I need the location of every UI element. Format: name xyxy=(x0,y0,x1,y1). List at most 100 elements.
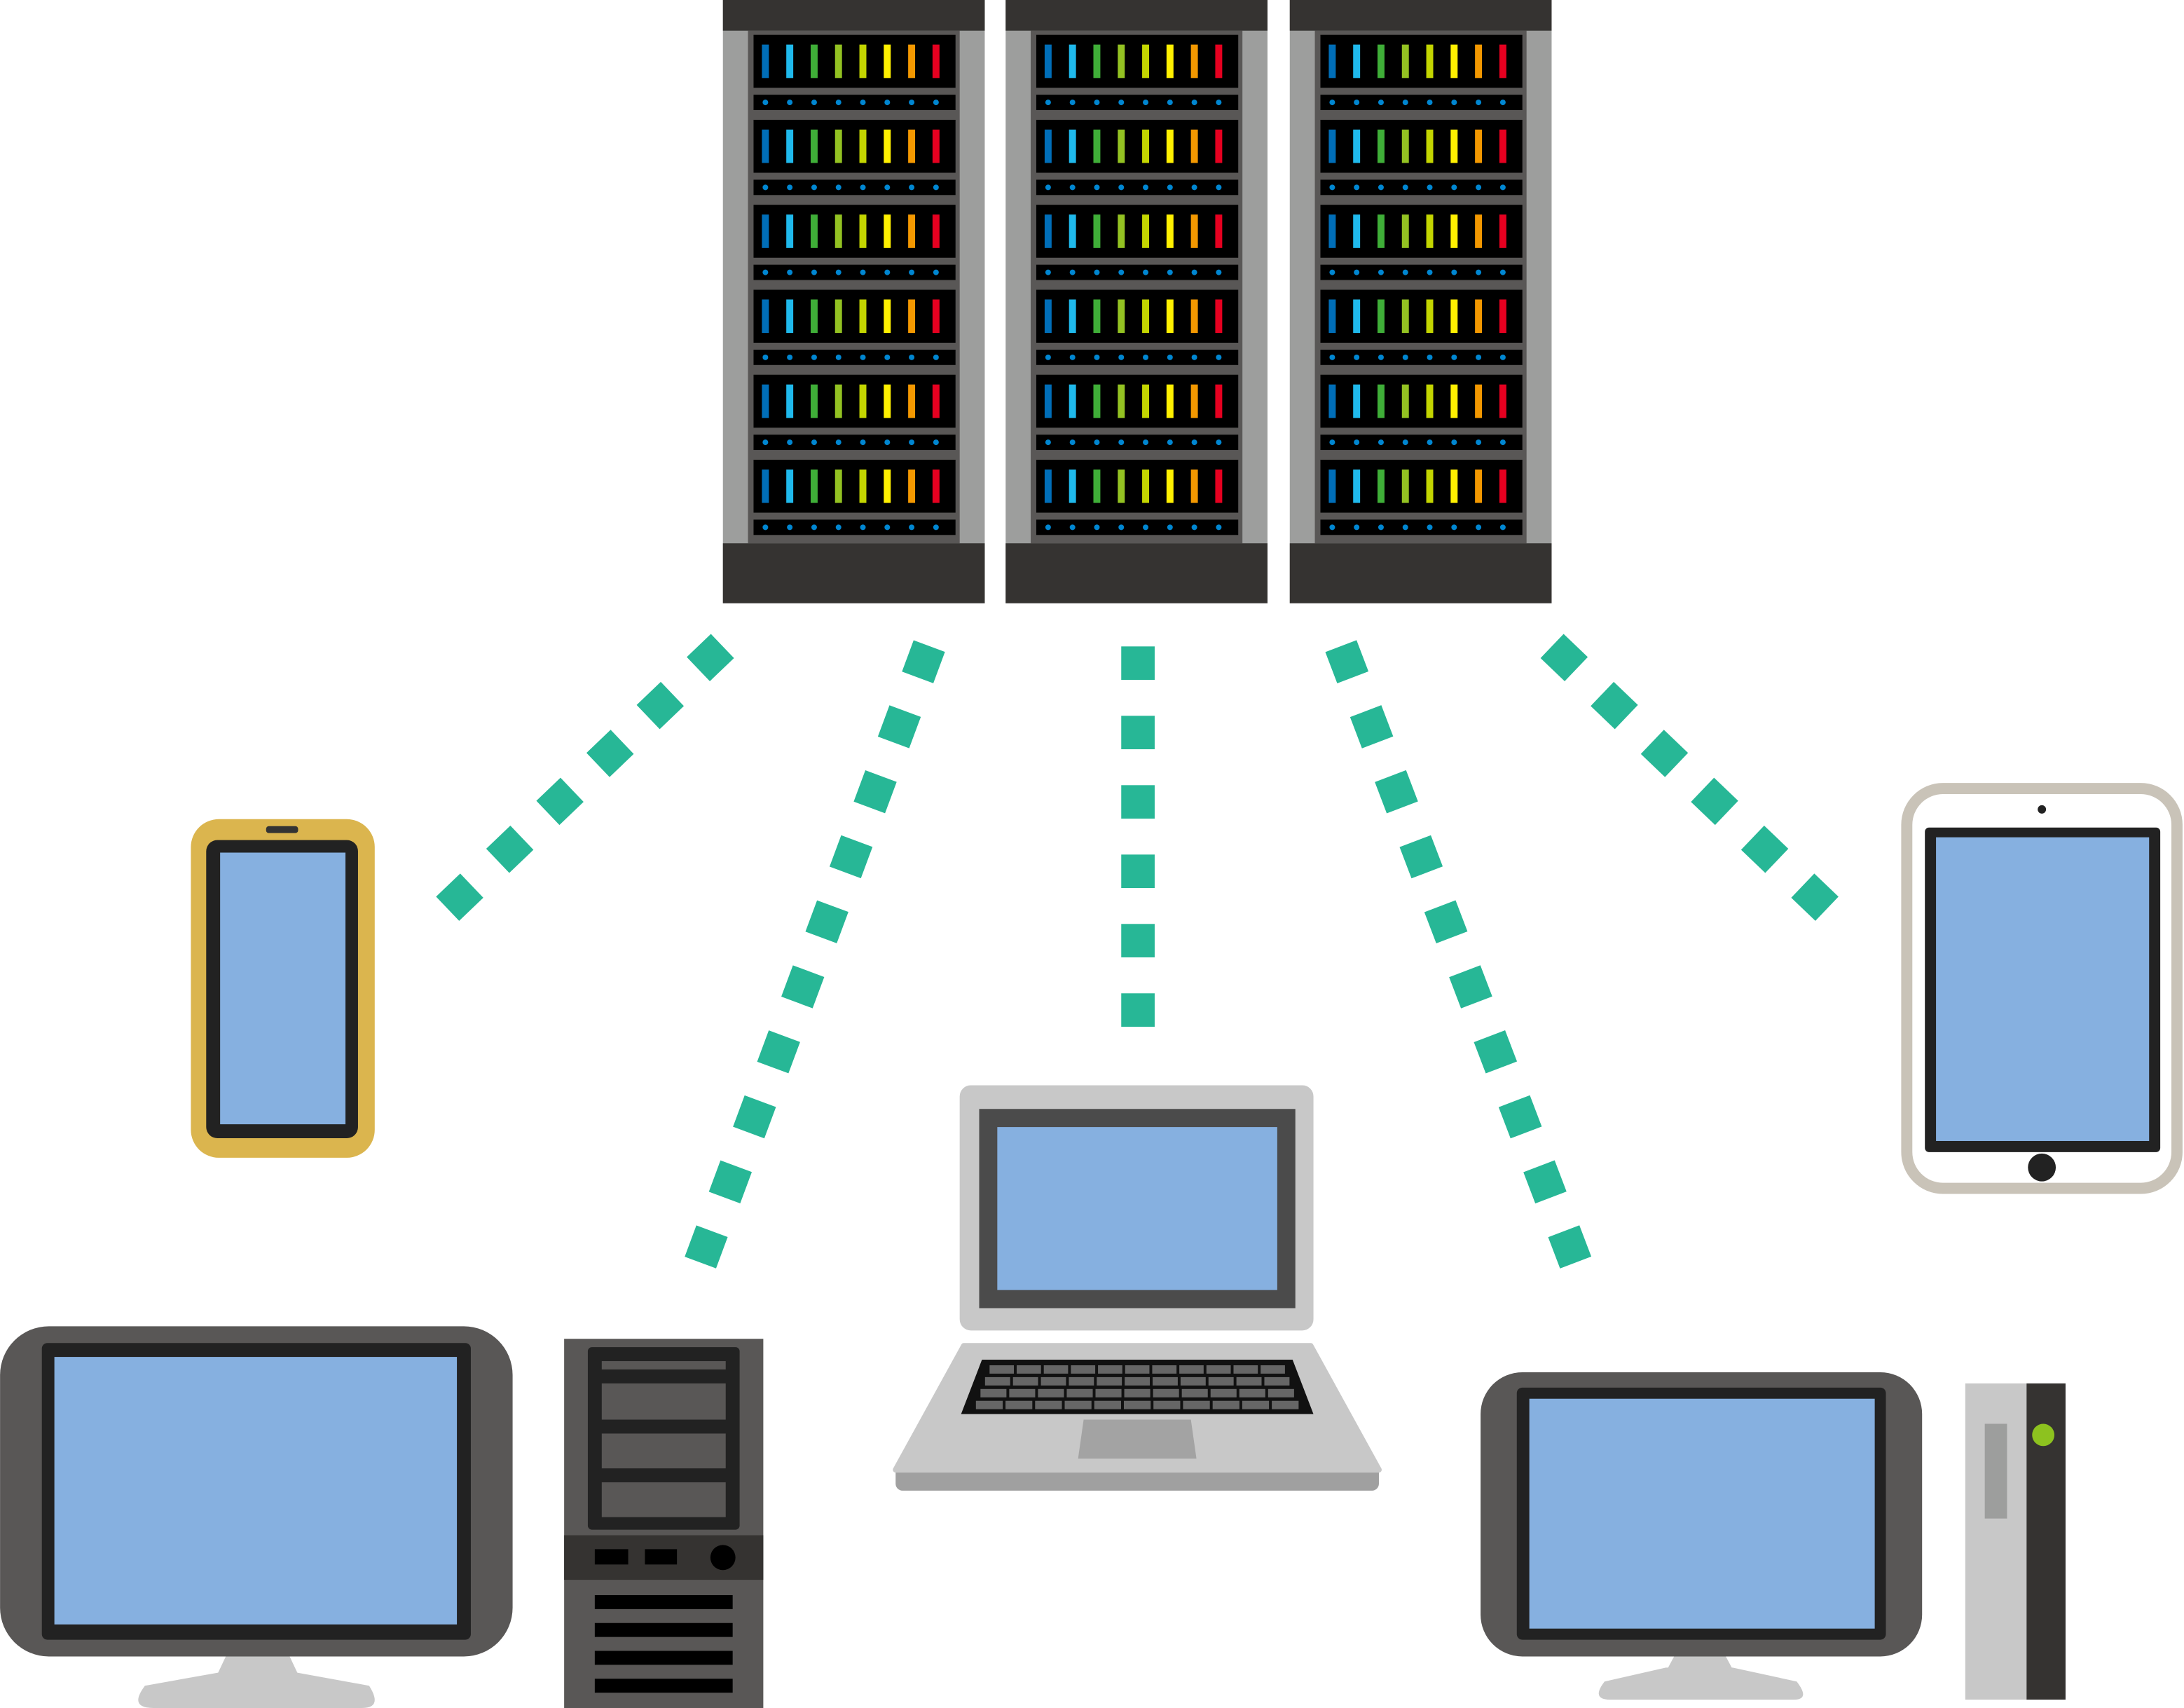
port-dot xyxy=(1476,100,1482,106)
port-dot xyxy=(835,439,842,446)
keyboard-key xyxy=(1268,1388,1294,1398)
port-dot xyxy=(1402,354,1408,360)
server-unit xyxy=(1036,119,1239,173)
server-unit xyxy=(1320,459,1523,513)
status-led xyxy=(810,469,818,503)
port-dot xyxy=(1499,439,1506,446)
port-dot xyxy=(1045,354,1051,360)
port-dot xyxy=(835,269,842,275)
keyboard-key xyxy=(989,1365,1015,1374)
status-led xyxy=(1166,129,1174,163)
port-dot xyxy=(835,354,842,360)
port-dot xyxy=(1143,439,1149,446)
link-dash xyxy=(877,705,921,749)
port-dot xyxy=(1499,269,1506,275)
link-dash xyxy=(1449,965,1492,1009)
port-dot xyxy=(884,269,891,275)
port-dot xyxy=(1143,354,1149,360)
keyboard-key xyxy=(984,1376,1010,1386)
port-dot xyxy=(1118,269,1125,275)
port-dot xyxy=(835,100,842,106)
status-led xyxy=(810,299,818,334)
port-dot xyxy=(860,354,866,360)
network-links xyxy=(436,634,1839,1269)
status-led xyxy=(884,214,891,248)
port-dot xyxy=(1378,354,1384,360)
status-led xyxy=(1377,299,1385,334)
status-led xyxy=(1044,44,1052,78)
status-led xyxy=(1475,299,1483,334)
port-dot xyxy=(1167,100,1173,106)
port-dot xyxy=(860,439,866,446)
port-dot xyxy=(1143,184,1149,191)
keyboard-key xyxy=(1236,1376,1262,1386)
server-unit xyxy=(753,119,956,173)
keyboard-key xyxy=(1179,1365,1204,1374)
server-unit xyxy=(1320,205,1523,258)
link-to-laptop xyxy=(1121,646,1155,1027)
status-led xyxy=(1215,214,1223,248)
link-dash xyxy=(1591,681,1638,730)
port-dot xyxy=(1069,100,1076,106)
status-led xyxy=(1093,469,1101,503)
link-dash xyxy=(687,634,734,681)
status-led xyxy=(762,44,769,78)
keyboard-key xyxy=(1009,1388,1036,1398)
server-unit xyxy=(753,34,956,88)
status-led xyxy=(884,129,891,163)
monitor-right-icon xyxy=(1481,1372,1923,1700)
status-led xyxy=(1426,44,1434,78)
link-to-tablet xyxy=(1540,634,1839,921)
status-led xyxy=(1118,129,1125,163)
port-dot xyxy=(1354,184,1360,191)
link-dash xyxy=(1121,716,1155,750)
link-dash xyxy=(486,826,534,873)
port-dot xyxy=(1499,524,1506,531)
port-dot xyxy=(1191,269,1197,275)
status-led xyxy=(762,299,769,334)
status-led xyxy=(1069,469,1076,503)
port-dot xyxy=(1167,269,1173,275)
status-led xyxy=(1215,44,1223,78)
link-dash xyxy=(1121,646,1155,681)
status-led xyxy=(1044,129,1052,163)
status-led xyxy=(762,469,769,503)
keyboard-key xyxy=(1005,1400,1033,1409)
status-led xyxy=(1093,129,1101,163)
status-led xyxy=(1142,469,1149,503)
port-dot xyxy=(933,100,939,106)
link-dash xyxy=(1523,1160,1567,1204)
status-led xyxy=(1044,299,1052,334)
port-dot xyxy=(1378,184,1384,191)
port-dot xyxy=(909,269,915,275)
keyboard-key xyxy=(1180,1376,1206,1386)
link-dash xyxy=(1424,900,1468,944)
status-led xyxy=(1118,299,1125,334)
status-led xyxy=(1190,384,1198,418)
status-led xyxy=(762,129,769,163)
status-led xyxy=(908,469,916,503)
status-led xyxy=(1450,469,1458,503)
port-dot xyxy=(1329,100,1335,106)
link-dash xyxy=(1121,785,1155,819)
port-dot xyxy=(884,354,891,360)
port-dot xyxy=(1191,524,1197,531)
status-led xyxy=(1499,384,1506,418)
status-led xyxy=(932,44,940,78)
status-led xyxy=(859,214,867,248)
status-led xyxy=(884,469,891,503)
status-led xyxy=(1069,299,1076,334)
port-dot xyxy=(811,439,817,446)
status-led xyxy=(1450,384,1458,418)
status-led xyxy=(1190,44,1198,78)
status-led xyxy=(884,299,891,334)
status-led xyxy=(1426,129,1434,163)
status-led xyxy=(859,129,867,163)
keyboard-key xyxy=(1206,1365,1231,1374)
keyboard-key xyxy=(1038,1388,1064,1398)
port-dot xyxy=(1094,524,1100,531)
status-led xyxy=(1450,299,1458,334)
port-dot xyxy=(811,354,817,360)
port-dot xyxy=(1451,524,1457,531)
